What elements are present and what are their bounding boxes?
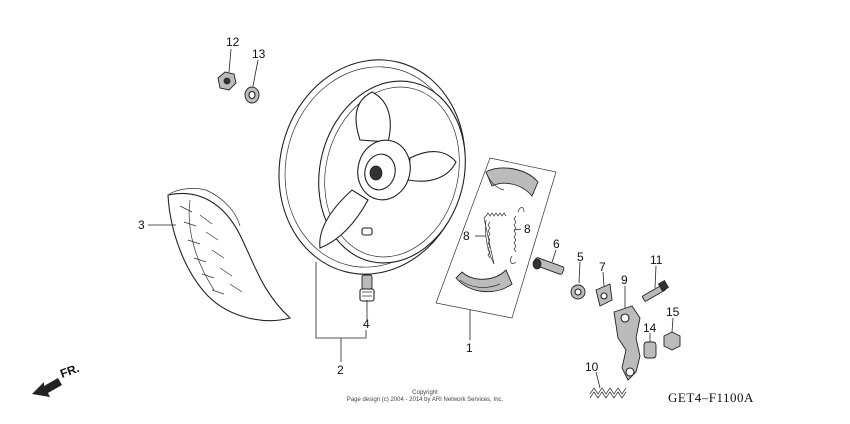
tire[interactable] (167, 188, 292, 322)
callout-9: 9 (621, 273, 628, 287)
brake-arm[interactable] (613, 305, 641, 381)
front-direction-indicator: FR. (32, 361, 81, 397)
diagram-code: GET4–F1100A (668, 390, 754, 405)
callout-2: 2 (337, 363, 344, 377)
callout-12: 12 (226, 35, 240, 49)
callout-6: 6 (553, 237, 560, 251)
callout-11: 11 (650, 253, 663, 267)
leader-lines (148, 48, 674, 389)
axle-nut[interactable] (217, 71, 237, 91)
wear-indicator[interactable] (595, 283, 613, 307)
bolt[interactable] (642, 279, 670, 302)
front-arrow-icon (32, 378, 62, 397)
callout-15: 15 (666, 305, 680, 319)
seal[interactable] (570, 284, 586, 300)
rear-wheel[interactable] (257, 40, 488, 294)
washer[interactable] (244, 86, 260, 104)
lock-nut[interactable] (663, 331, 681, 351)
copyright-notice: Copyright Page design (c) 2004 - 2014 by… (347, 390, 504, 403)
return-spring[interactable] (589, 387, 627, 399)
callout-5: 5 (577, 250, 584, 264)
callout-4: 4 (363, 317, 370, 331)
callout-8-left: 8 (463, 229, 470, 243)
callout-10: 10 (585, 360, 599, 374)
callout-1: 1 (466, 341, 473, 355)
callout-7: 7 (599, 260, 606, 274)
callout-14: 14 (643, 321, 657, 335)
callout-8-right: 8 (524, 222, 531, 236)
callout-3: 3 (138, 218, 145, 232)
tire-valve[interactable] (359, 274, 375, 302)
callout-labels: 12 13 3 4 2 1 8 8 6 5 7 9 11 14 15 10 (138, 35, 680, 377)
copyright-line-2: Page design (c) 2004 - 2014 by ARI Netwo… (347, 397, 504, 403)
collar[interactable] (643, 341, 657, 359)
copyright-line-1: Copyright (412, 390, 438, 396)
callout-13: 13 (252, 47, 266, 61)
brake-shoe-kit[interactable] (435, 157, 557, 319)
front-label: FR. (58, 361, 81, 381)
brake-cam[interactable] (532, 257, 565, 275)
